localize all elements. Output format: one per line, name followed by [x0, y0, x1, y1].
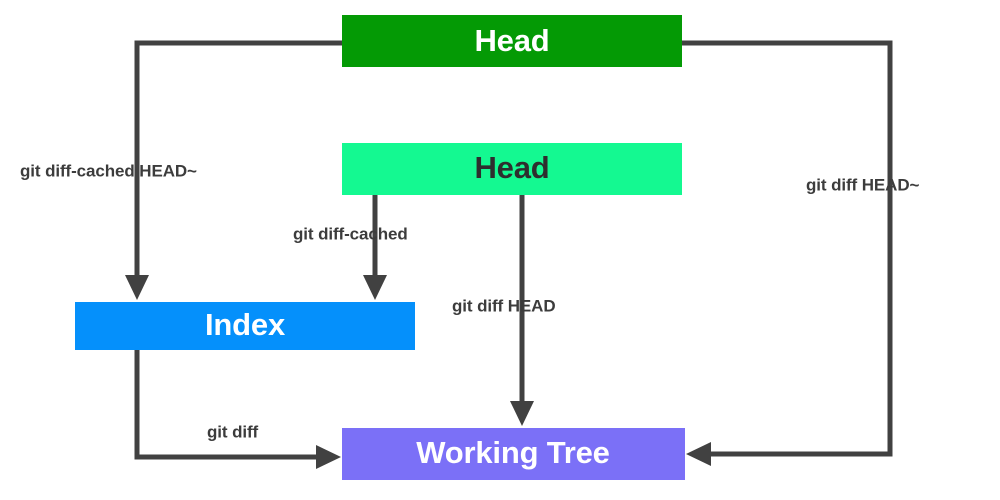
- edge-git-diff-head-tilde: git diff HEAD~: [682, 40, 920, 466]
- edge-git-diff-cached: git diff-cached: [293, 195, 408, 300]
- node-working-tree[interactable]: Working Tree: [342, 428, 685, 480]
- node-index[interactable]: Index: [75, 302, 415, 350]
- arrow-head-into-working-tree-right: [686, 442, 711, 466]
- arrow-head-into-index-left: [125, 275, 149, 300]
- node-working-tree-label: Working Tree: [416, 435, 609, 470]
- node-head-commit-rect[interactable]: [342, 15, 682, 67]
- edge-line-diff-cached-head-tilde: [134, 40, 342, 282]
- edge-git-diff-cached-head-tilde: git diff-cached HEAD~: [20, 40, 342, 300]
- edge-line-diff: [134, 350, 322, 460]
- edge-line-diff-head-tilde: [682, 40, 893, 457]
- node-head-commit[interactable]: Head: [342, 15, 682, 67]
- edge-label-git-diff-cached-head-tilde: git diff-cached HEAD~: [20, 161, 197, 180]
- node-head-tree[interactable]: Head: [342, 143, 682, 195]
- node-index-rect[interactable]: [75, 302, 415, 350]
- node-head-tree-label: Head: [474, 150, 549, 185]
- node-index-label: Index: [205, 307, 286, 342]
- arrow-head-into-index-right: [363, 275, 387, 300]
- edge-git-diff: git diff: [134, 350, 341, 469]
- node-head-tree-rect[interactable]: [342, 143, 682, 195]
- edge-label-git-diff-cached: git diff-cached: [293, 224, 408, 243]
- node-working-tree-rect[interactable]: [342, 428, 685, 480]
- edge-label-git-diff: git diff: [207, 422, 259, 441]
- edge-label-git-diff-head-tilde: git diff HEAD~: [806, 175, 920, 194]
- edge-git-diff-head: git diff HEAD: [452, 195, 556, 426]
- node-head-commit-label: Head: [474, 23, 549, 58]
- arrow-head-into-working-tree-top: [510, 401, 534, 426]
- arrow-head-into-working-tree-left: [316, 445, 341, 469]
- edge-label-git-diff-head: git diff HEAD: [452, 296, 556, 315]
